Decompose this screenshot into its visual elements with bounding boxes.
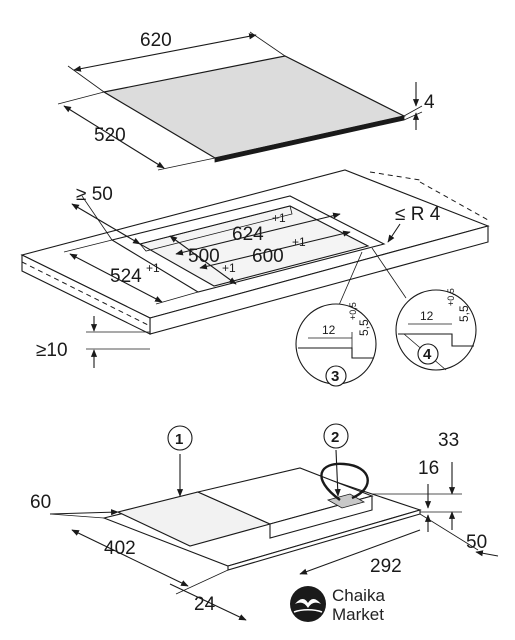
dimension-line-292 [299, 529, 421, 575]
detail-4-profile [398, 333, 474, 347]
extension-line [155, 291, 199, 305]
detail-leader [371, 247, 407, 299]
brand-line-1: Chaika [332, 586, 385, 605]
brand-logo: Chaika Market [288, 580, 438, 632]
dimension-line-60 [49, 509, 119, 516]
extension-line [67, 65, 105, 93]
extension-line [175, 569, 229, 595]
dim-thickness: 4 [424, 92, 435, 113]
dim-cut-width-rebated: 624 [232, 224, 264, 245]
brand-line-2: Market [332, 605, 384, 624]
hob-underside-view: 1 2 60 402 24 292 16 33 50 [30, 423, 499, 621]
mains-cable [320, 462, 369, 501]
dim-min-front: ≥ 50 [76, 184, 113, 205]
detail-4-callout: 4 [423, 346, 432, 363]
dim-50: 50 [466, 532, 487, 553]
extension-line [403, 111, 423, 121]
dim-cut-depth-rebated-tol: +1 [146, 261, 160, 275]
dim-402: 402 [104, 538, 136, 559]
dimension-line-depth [63, 105, 165, 169]
leader-radius [387, 223, 401, 243]
detail-4-circle [395, 289, 477, 371]
extension-line [403, 105, 423, 117]
dim-cut-width: 600 [252, 246, 284, 267]
extension-line [57, 91, 105, 105]
seagull-icon [290, 586, 326, 622]
dim-depth: 520 [94, 125, 126, 146]
dim-corner-radius: ≤ R 4 [395, 204, 441, 225]
dimension-line-524 [69, 253, 163, 303]
detail-4-callout-circle [417, 343, 439, 365]
dimension-line-width [73, 33, 257, 72]
dimension-line-24 [169, 583, 247, 621]
callout-2-leader [334, 449, 341, 497]
rebate-cutout [110, 195, 386, 293]
dim-16: 16 [418, 458, 439, 479]
extension-line [63, 239, 113, 253]
detail-3-rebate-depth: 5,5 [357, 319, 371, 336]
dim-24: 24 [194, 594, 216, 615]
detail-leader [335, 251, 363, 313]
dimension-line-50 [475, 550, 499, 557]
extension-line [157, 157, 216, 171]
detail-3-callout-circle [325, 365, 347, 387]
dim-60: 60 [30, 492, 51, 513]
extension-line [49, 513, 105, 519]
worktop-continuation [21, 261, 151, 327]
detail-3: 12 5,5 +0,5 3 [295, 302, 377, 387]
detail-3-callout: 3 [331, 368, 339, 385]
detail-3-rebate-tol: +0,5 [348, 302, 358, 320]
callout-1-circle [167, 425, 193, 451]
hob-top-view: 620 520 4 [57, 30, 435, 171]
extension-line [419, 513, 479, 551]
callout-1: 1 [175, 431, 183, 448]
worktop-continuation [369, 171, 421, 181]
detail-4-rebate-depth: 5,5 [457, 305, 471, 322]
dimension-line-500 [169, 235, 237, 285]
hob-glass-top [102, 55, 406, 159]
dim-cut-depth-tol: +1 [222, 261, 236, 275]
worktop-continuation [419, 181, 489, 221]
dim-cut-width-rebated-tol: +1 [272, 211, 286, 225]
detail-4-rebate-width: 12 [420, 309, 434, 323]
dim-292: 292 [370, 556, 402, 577]
callout-2-circle [323, 423, 349, 449]
dim-min-worktop: ≥10 [36, 340, 68, 361]
detail-4: 12 5,5 +0,5 4 [395, 288, 477, 371]
callout-2: 2 [331, 429, 339, 446]
dim-33: 33 [438, 430, 459, 451]
detail-3-rebate-width: 12 [322, 323, 336, 337]
dim-cut-depth: 500 [188, 246, 220, 267]
dimension-line-front [71, 203, 141, 245]
detail-3-profile [298, 347, 374, 359]
dim-cut-width-tol: +1 [292, 235, 306, 249]
dimension-line-402 [71, 529, 189, 587]
brand-name: Chaika Market [332, 586, 385, 624]
worktop-cutout-view: ≥ 50 ≤ R 4 624 +1 600 +1 500 +1 524 +1 ≥… [20, 169, 490, 387]
detail-4-rebate-tol: +0,5 [446, 288, 456, 306]
dim-cut-depth-rebated: 524 [110, 266, 142, 287]
dim-width: 620 [140, 30, 172, 51]
